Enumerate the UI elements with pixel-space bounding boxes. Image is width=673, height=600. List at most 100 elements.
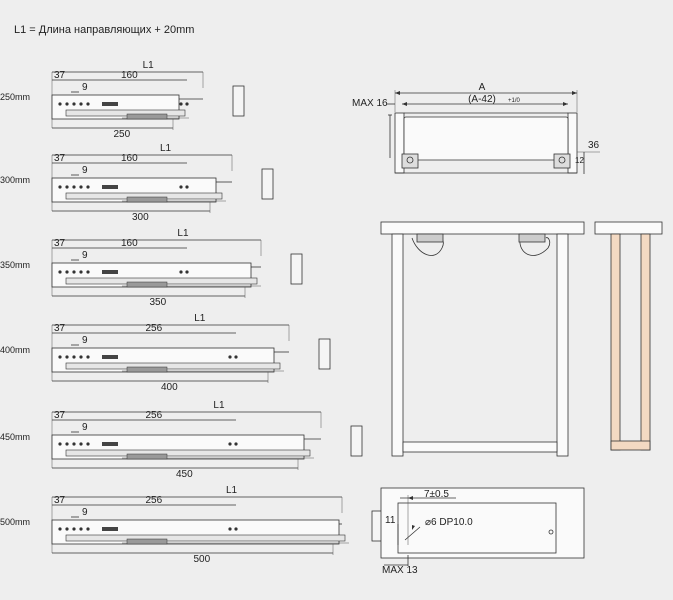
dim-9: 9 <box>82 507 88 518</box>
mount-hole <box>228 527 232 531</box>
mount-hole <box>86 442 90 446</box>
dim-tolerance: +1/0 <box>508 98 521 104</box>
size-label: 350mm <box>0 260 30 270</box>
size-label: 250mm <box>0 92 30 102</box>
brand-logo <box>102 102 118 106</box>
mount-hole <box>179 185 183 189</box>
dim-l1: L1 <box>213 400 225 411</box>
mount-hole <box>234 442 238 446</box>
dim-length: 400 <box>161 382 178 393</box>
dim-max13: MAX 13 <box>382 565 418 576</box>
mount-hole <box>79 102 83 106</box>
dim-spacing: 160 <box>121 153 138 164</box>
mount-hole <box>58 270 62 274</box>
mount-hole <box>86 527 90 531</box>
mount-hole <box>79 527 83 531</box>
mount-hole <box>234 355 238 359</box>
mount-hole <box>79 442 83 446</box>
front-section-view: A (A-42) +1/0 MAX 16 36 12 <box>352 82 600 174</box>
slide-mechanism <box>126 366 168 373</box>
dim-37: 37 <box>54 323 66 334</box>
slide-mechanism <box>126 453 168 460</box>
dim-length: 450 <box>176 469 193 480</box>
mount-hole <box>65 355 69 359</box>
dim-9: 9 <box>82 250 88 261</box>
dim-37: 37 <box>54 238 66 249</box>
brand-logo <box>102 185 118 189</box>
slide-mechanism <box>126 196 168 203</box>
dim-spacing: 256 <box>146 495 163 506</box>
slide-mechanism <box>126 538 168 545</box>
mount-hole <box>58 442 62 446</box>
header-note: L1 = Длина направляющих + 20mm <box>14 24 194 36</box>
rear-bracket <box>318 338 331 370</box>
brand-logo <box>102 355 118 359</box>
size-label: 450mm <box>0 432 30 442</box>
mount-hole <box>86 355 90 359</box>
mount-hole <box>86 270 90 274</box>
mount-hole <box>79 185 83 189</box>
dim-36: 36 <box>588 140 600 151</box>
dim-hole: ⌀6 DP10.0 <box>425 517 473 528</box>
mount-hole <box>58 527 62 531</box>
dim-length: 500 <box>194 554 211 565</box>
slide-mechanism <box>126 281 168 288</box>
dim-length: 300 <box>132 212 149 223</box>
mount-hole <box>179 102 183 106</box>
dim-37: 37 <box>54 495 66 506</box>
dim-l1: L1 <box>194 313 206 324</box>
mount-hole <box>72 102 76 106</box>
mount-hole <box>72 185 76 189</box>
mount-hole <box>72 270 76 274</box>
dim-37: 37 <box>54 70 66 81</box>
mount-hole <box>72 527 76 531</box>
slide-mechanism <box>126 113 168 120</box>
brand-logo <box>102 270 118 274</box>
dim-l1: L1 <box>160 143 172 154</box>
dim-spacing: 256 <box>146 410 163 421</box>
mount-hole <box>185 102 189 106</box>
rear-bracket <box>261 168 274 200</box>
dim-length: 350 <box>150 297 167 308</box>
dim-spacing: 160 <box>121 238 138 249</box>
dim-l1: L1 <box>143 60 155 71</box>
dim-7: 7±0.5 <box>424 489 449 500</box>
mount-hole <box>58 185 62 189</box>
dim-11: 11 <box>385 515 396 526</box>
dim-spacing: 256 <box>146 323 163 334</box>
size-label: 400mm <box>0 345 30 355</box>
mount-hole <box>65 185 69 189</box>
mount-hole <box>65 270 69 274</box>
mount-hole <box>65 442 69 446</box>
dim-37: 37 <box>54 153 66 164</box>
mount-hole <box>228 355 232 359</box>
dim-9: 9 <box>82 165 88 176</box>
rear-bracket <box>290 253 303 285</box>
mount-hole <box>79 355 83 359</box>
dim-9: 9 <box>82 335 88 346</box>
slide-inner-rail <box>65 109 186 117</box>
dim-a: A <box>479 82 486 93</box>
dim-9: 9 <box>82 422 88 433</box>
mount-hole <box>179 270 183 274</box>
slide-inner-rail <box>65 534 346 542</box>
mount-hole <box>58 102 62 106</box>
mount-hole <box>86 185 90 189</box>
mount-hole <box>72 442 76 446</box>
mount-hole <box>65 102 69 106</box>
dim-12: 12 <box>575 156 584 165</box>
mount-hole <box>86 102 90 106</box>
dim-spacing: 160 <box>121 70 138 81</box>
mount-hole <box>72 355 76 359</box>
dim-inner-width: (A-42) <box>468 94 496 105</box>
dim-37: 37 <box>54 410 66 421</box>
brand-logo <box>102 442 118 446</box>
size-label: 500mm <box>0 517 30 527</box>
front-elevation-view <box>380 221 663 457</box>
mount-hole <box>185 185 189 189</box>
slide-inner-rail <box>65 449 311 457</box>
mount-hole <box>65 527 69 531</box>
dim-max16: MAX 16 <box>352 98 388 109</box>
mount-hole <box>228 442 232 446</box>
dim-length: 250 <box>114 129 131 140</box>
